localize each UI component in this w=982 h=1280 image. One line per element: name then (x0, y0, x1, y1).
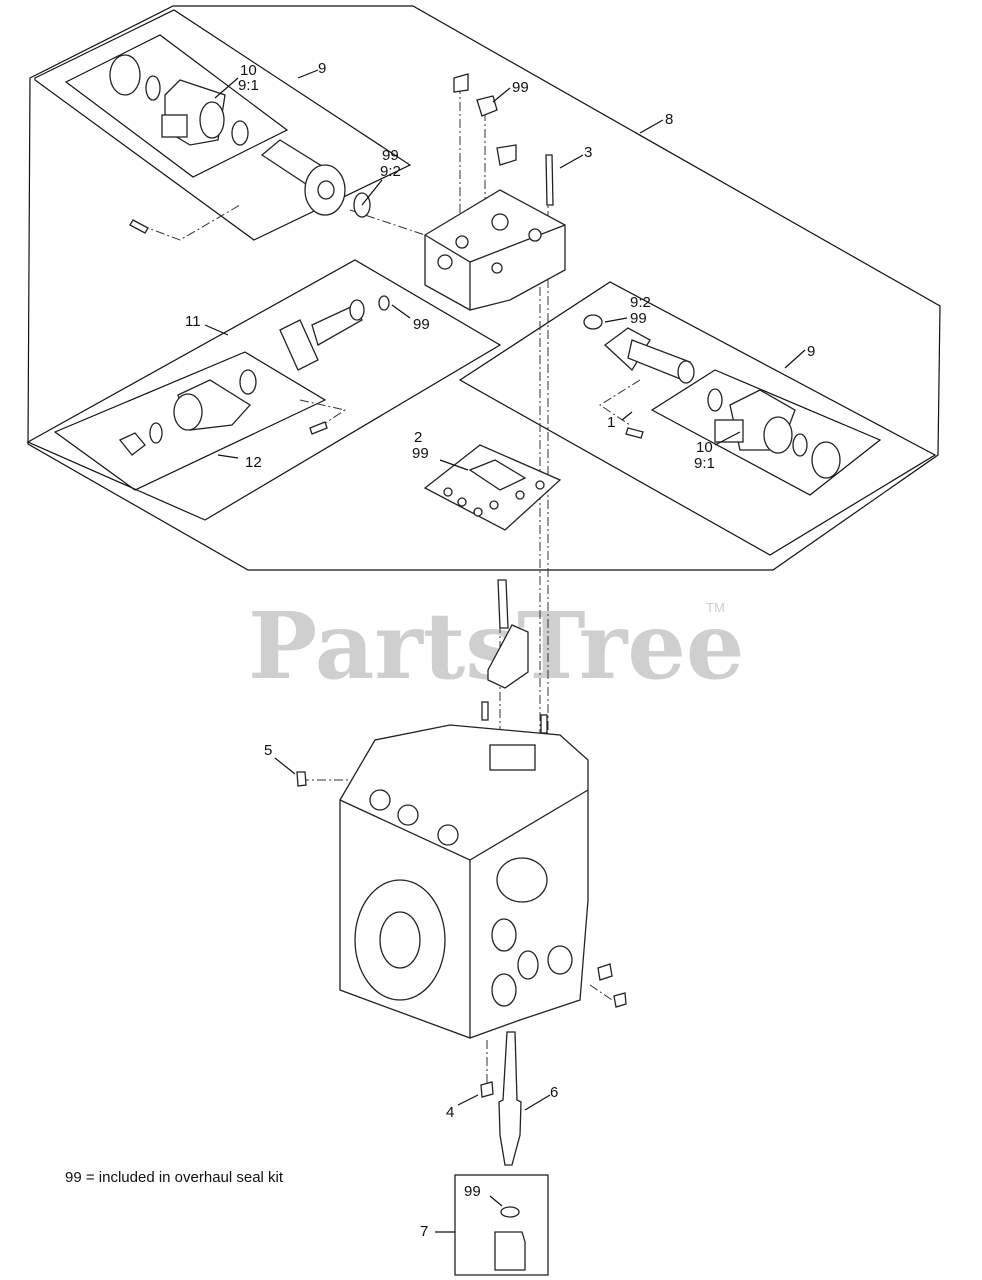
callout-7: 7 (420, 1223, 428, 1240)
leader-line (559, 154, 584, 169)
centerline (589, 984, 613, 1001)
leader-line (361, 179, 383, 206)
centerline (139, 204, 241, 241)
spool-valve-left (279, 295, 390, 371)
callout-10-right: 10 (696, 439, 713, 456)
leader-line (457, 1094, 479, 1106)
leader-line (492, 87, 511, 103)
spool-valve-top (260, 139, 371, 218)
leader-line (639, 119, 664, 134)
centerline (349, 209, 441, 241)
callout-99-gasket: 99 (412, 445, 429, 462)
spool-valve-right (583, 314, 695, 384)
callout-2: 2 (414, 429, 422, 446)
dowel-pin (481, 701, 489, 721)
fitting-right (597, 963, 613, 981)
box-coil-right (650, 369, 882, 496)
callout-9-right: 9 (807, 343, 815, 360)
valve-block (424, 189, 566, 311)
callout-99-nut: 99 (512, 79, 529, 96)
box-solenoid-left (26, 259, 502, 521)
callout-10-top: 10 (240, 62, 257, 79)
callout-99-mid: 99 (413, 316, 430, 333)
box-coil-top (64, 34, 289, 178)
screw-left (309, 421, 328, 435)
callout-9-1-top: 9:1 (238, 77, 259, 94)
valve-stem (498, 1031, 522, 1166)
set-screw-4 (480, 1081, 494, 1098)
leader-line (714, 431, 741, 446)
callout-5: 5 (264, 742, 272, 759)
seal-kit-note: 99 = included in overhaul seal kit (65, 1169, 284, 1186)
plug (496, 144, 517, 166)
callout-99-block: 99 (382, 147, 399, 164)
centerline (599, 379, 641, 426)
callout-9-top: 9 (318, 60, 326, 77)
callout-8: 8 (665, 111, 673, 128)
leader-line (439, 459, 469, 471)
pump-housing (339, 724, 589, 1039)
watermark-trademark: TM (706, 600, 725, 615)
callout-4: 4 (446, 1104, 454, 1121)
bolt-3 (545, 154, 554, 206)
leader-line (214, 77, 239, 99)
screw-right (625, 427, 644, 439)
coil-assembly-top (109, 54, 249, 146)
callout-9-2-block: 9:2 (380, 163, 401, 180)
leader-line (204, 324, 229, 336)
leader-line (621, 411, 633, 421)
callout-9-2-right: 9:2 (630, 294, 651, 311)
callout-99-kit: 99 (464, 1183, 481, 1200)
bolt-bracket (497, 579, 509, 629)
assembly-outline-8 (27, 5, 941, 571)
leader-line (217, 454, 239, 459)
callout-6: 6 (550, 1084, 558, 1101)
callout-11: 11 (185, 313, 201, 330)
cap-screw (453, 73, 469, 93)
callout-3: 3 (584, 144, 592, 161)
callout-12: 12 (245, 454, 262, 471)
coil-assembly-left (118, 369, 257, 456)
leader-line (391, 304, 411, 319)
callout-99-right: 99 (630, 310, 647, 327)
o-ring (500, 1206, 520, 1218)
plug-5 (296, 771, 307, 787)
dowel-pin (540, 714, 548, 734)
fitting-right (613, 992, 627, 1008)
leader-line (784, 349, 806, 369)
coil-assembly-right (707, 388, 841, 479)
screw-top-left (129, 219, 149, 234)
callout-9-1-right: 9:1 (694, 455, 715, 472)
leader-line (524, 1094, 551, 1111)
box-solenoid-right (458, 281, 937, 556)
bracket (487, 624, 529, 689)
leader-line (489, 1195, 503, 1207)
leader-line (297, 69, 319, 79)
leader-line (274, 757, 296, 775)
leader-line (604, 317, 628, 323)
callout-1: 1 (607, 414, 615, 431)
lock-nut (476, 95, 498, 117)
fitting-7 (494, 1231, 526, 1271)
box-coil-left (53, 351, 327, 491)
box-kit-7 (454, 1174, 549, 1276)
